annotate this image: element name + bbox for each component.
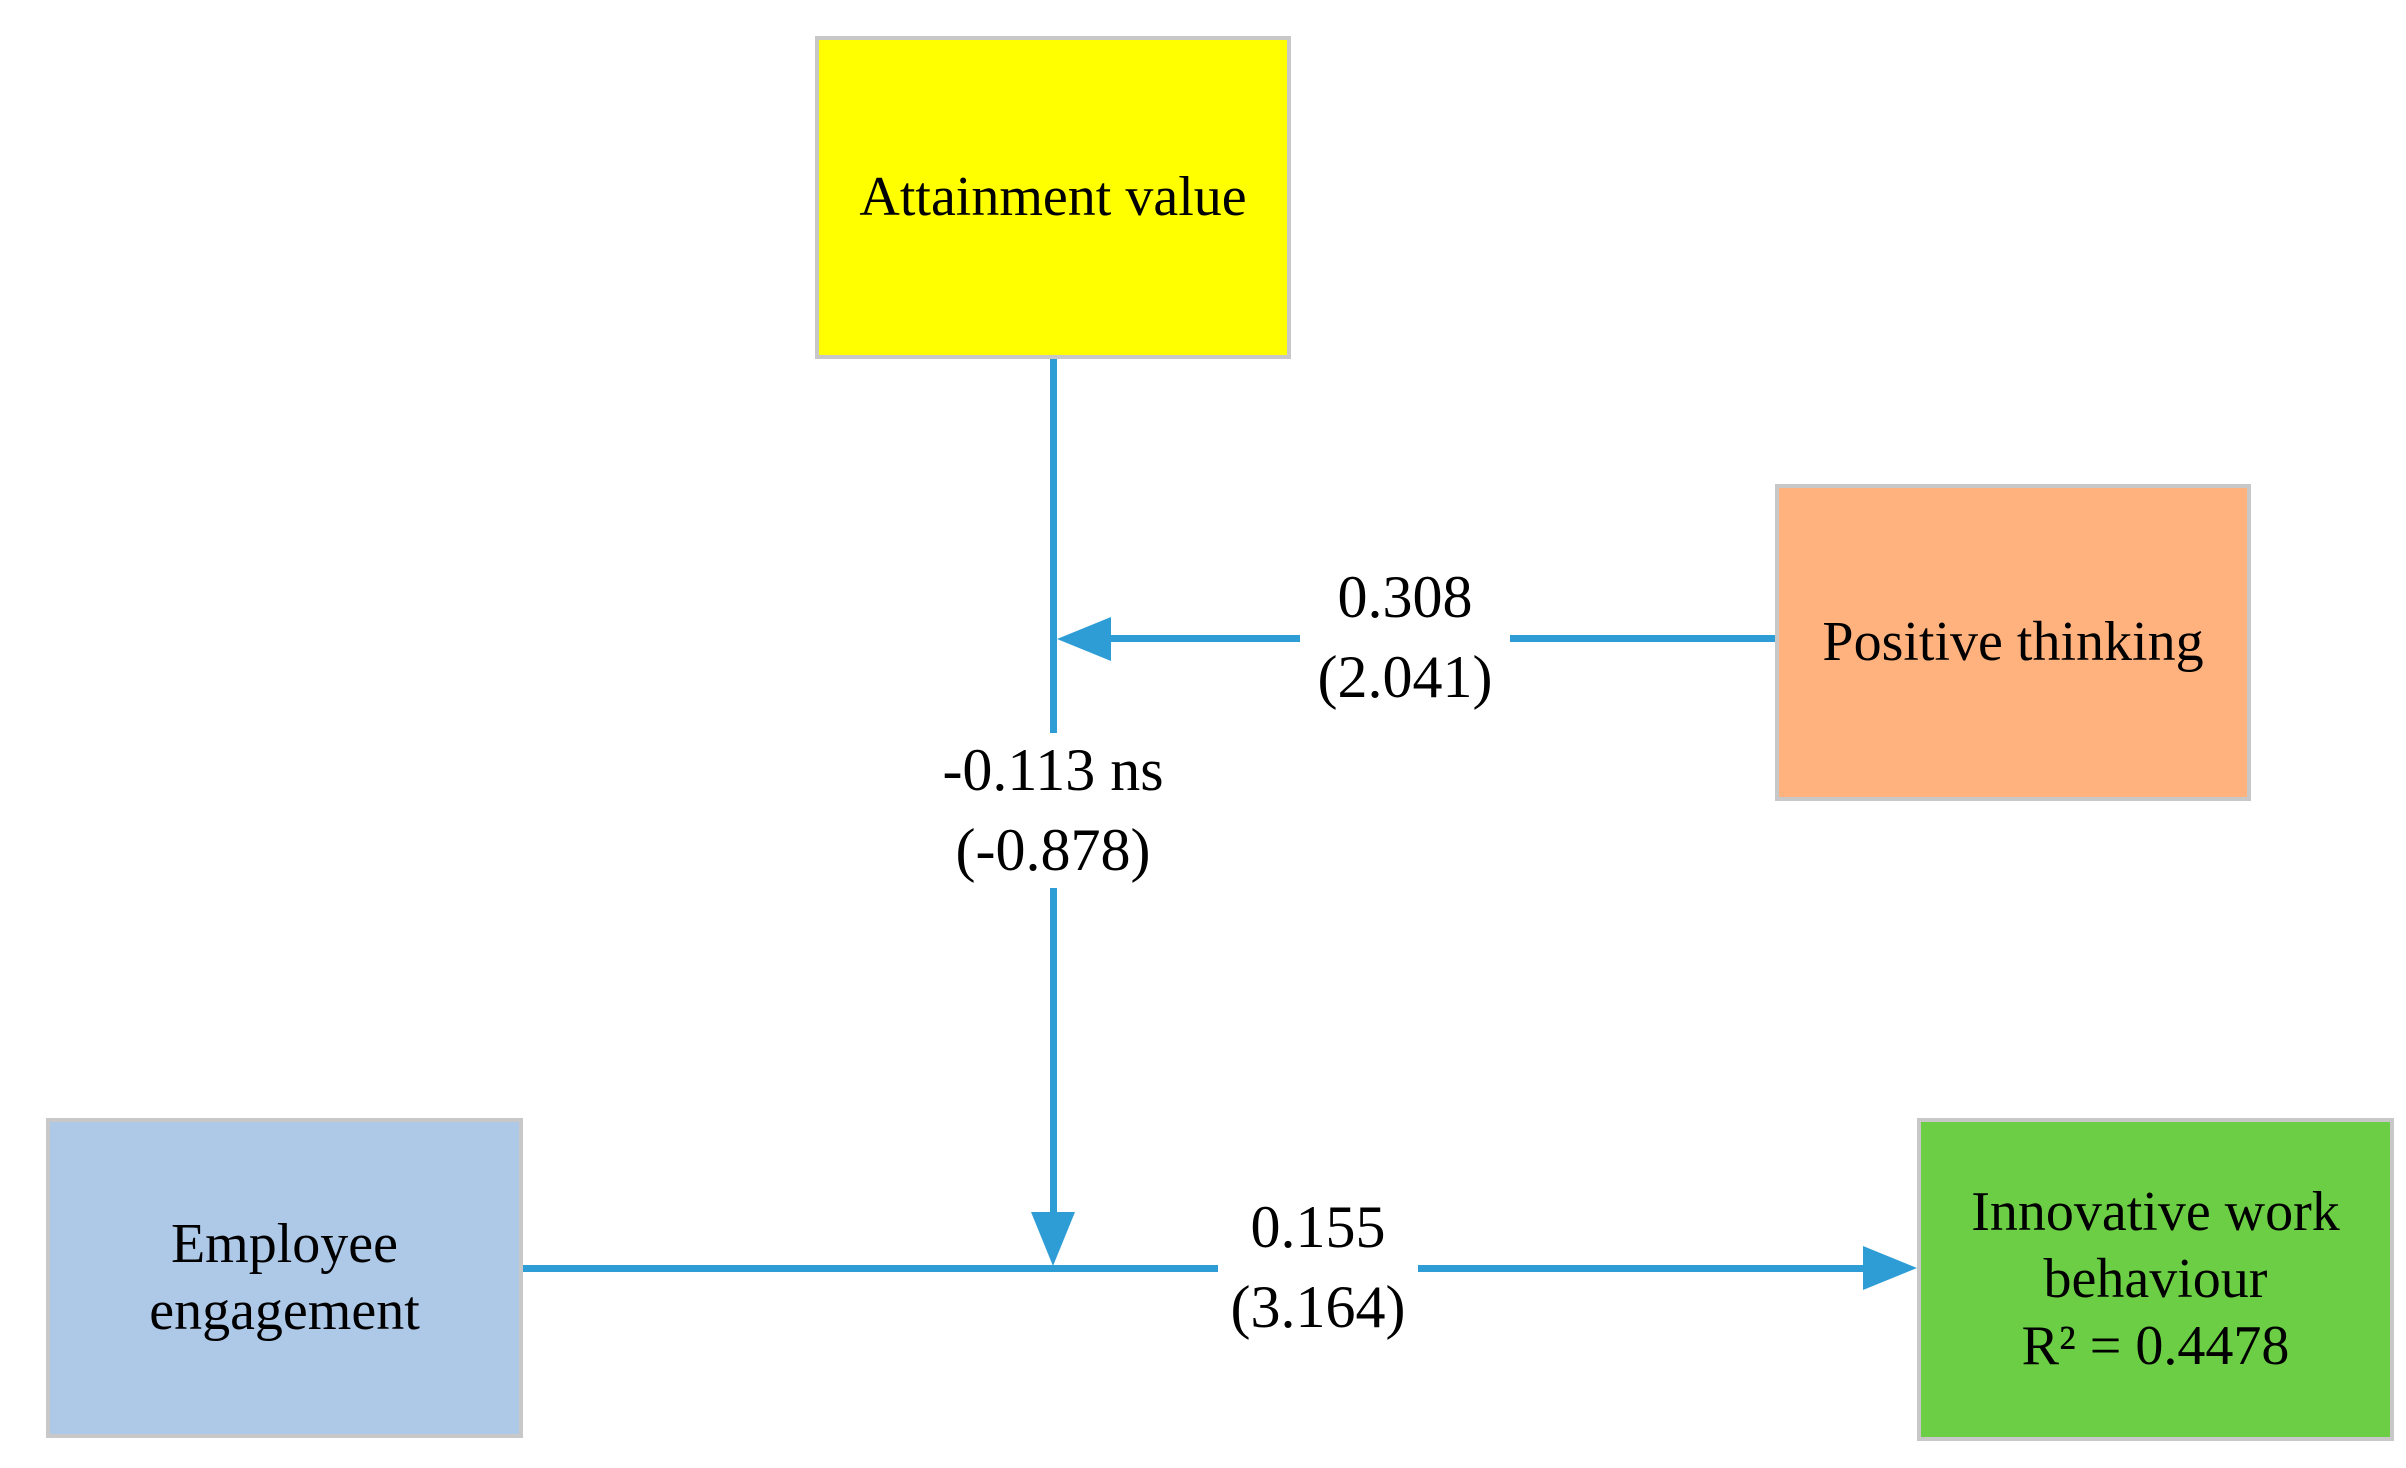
path-label-positive-to-attainment: 0.308 (2.041) — [1300, 562, 1510, 714]
path-label-engagement-to-iwb: 0.155 (3.164) — [1218, 1192, 1418, 1344]
employee-engagement-box: Employee engagement — [46, 1118, 523, 1438]
employee-engagement-label-line1: Employee — [170, 1212, 399, 1275]
attainment-value-label: Attainment value — [859, 165, 1247, 228]
innovative-work-behaviour-r-squared: R² = 0.4478 — [2021, 1315, 2290, 1378]
attainment-value-box: Attainment value — [815, 36, 1291, 359]
path-t-value: (-0.878) — [955, 816, 1151, 883]
innovative-work-behaviour-box: Innovative work behaviour R² = 0.4478 — [1917, 1118, 2394, 1441]
attainment-moderation-line-upper-segment — [1050, 357, 1057, 733]
engagement-to-iwb-right-arrowhead-icon — [1863, 1246, 1917, 1290]
path-t-value: (3.164) — [1230, 1274, 1406, 1340]
positive-thinking-label: Positive thinking — [1822, 610, 2204, 673]
positive-to-attainment-left-arrowhead-icon — [1057, 617, 1111, 661]
path-coefficient: 0.155 — [1250, 1194, 1386, 1261]
attainment-moderation-line-lower-segment — [1050, 888, 1057, 1214]
engagement-to-iwb-line — [521, 1265, 1863, 1272]
innovative-work-behaviour-label-line1: Innovative work — [1971, 1180, 2340, 1243]
positive-thinking-box: Positive thinking — [1775, 484, 2251, 801]
path-label-moderation: -0.113 ns (-0.878) — [913, 733, 1193, 888]
path-coefficient: -0.113 ns — [942, 736, 1164, 803]
path-coefficient: 0.308 — [1337, 564, 1473, 631]
path-t-value: (2.041) — [1317, 644, 1493, 710]
innovative-work-behaviour-label-line2: behaviour — [2043, 1247, 2268, 1310]
moderation-down-arrowhead-icon — [1031, 1212, 1075, 1266]
employee-engagement-label-line2: engagement — [149, 1280, 420, 1342]
